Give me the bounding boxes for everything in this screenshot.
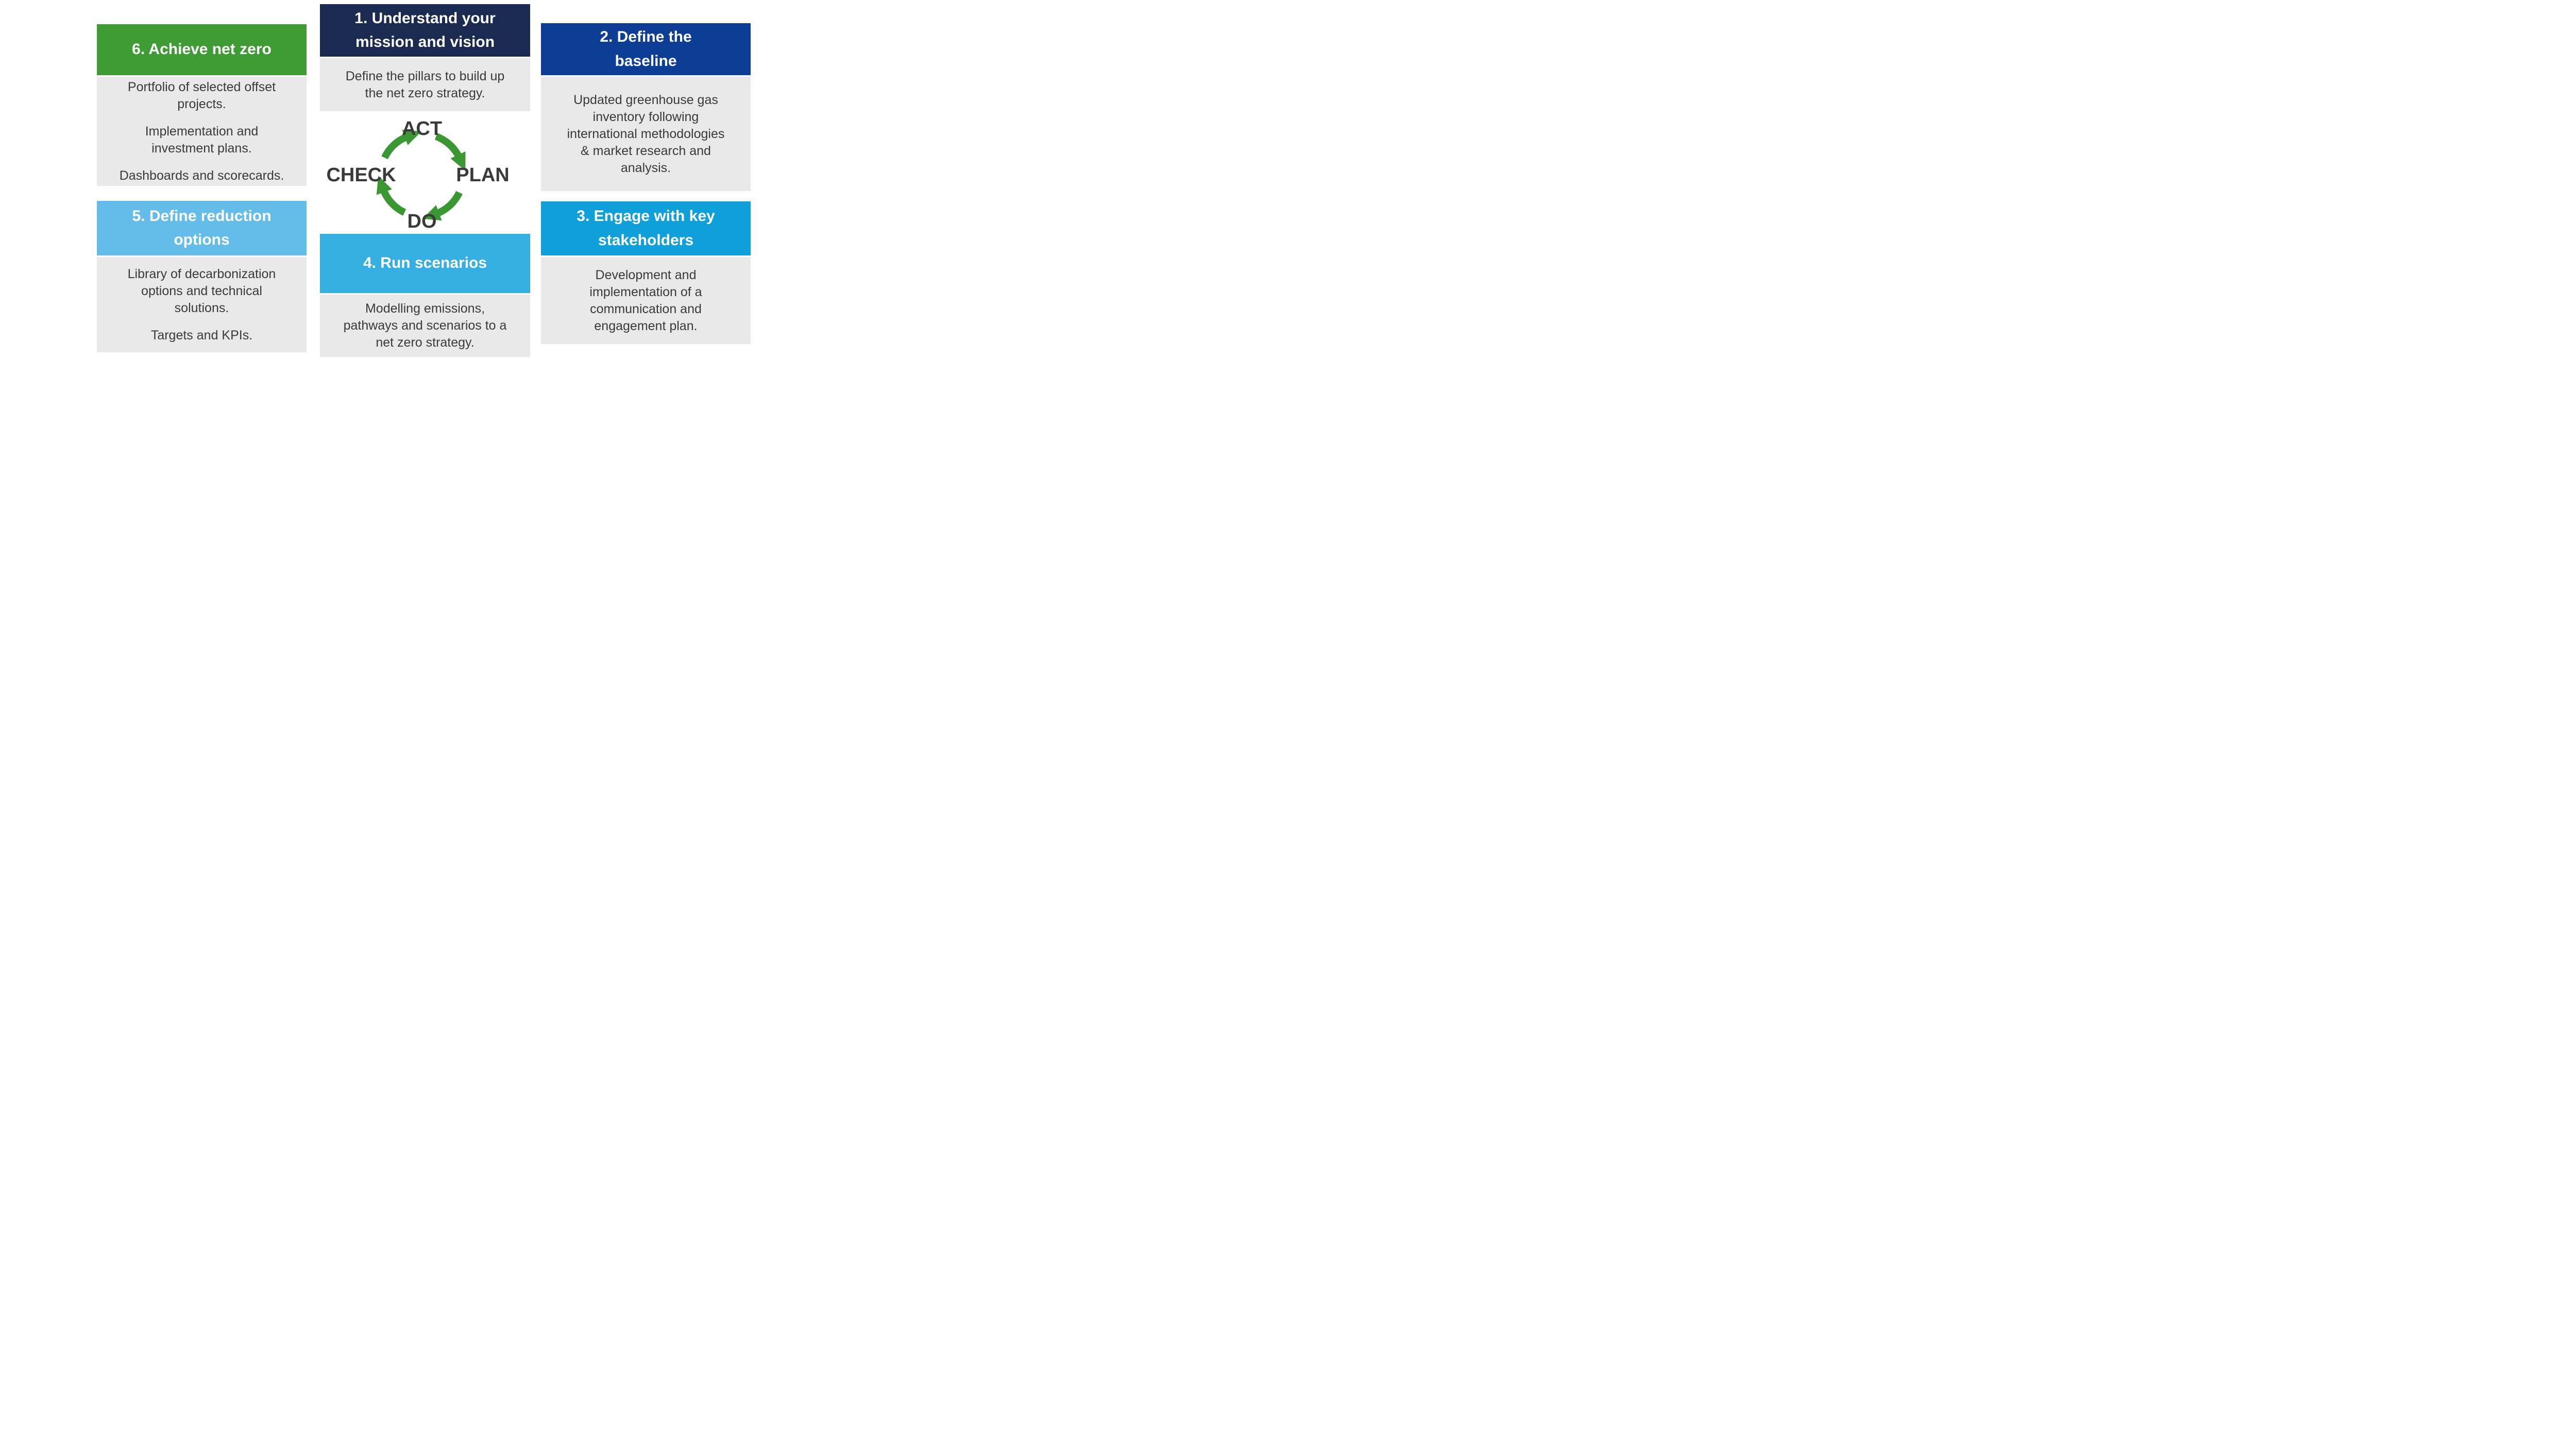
body-line: Dashboards and scorecards.	[119, 168, 284, 183]
step-4-body: Modelling emissions, pathways and scenar…	[320, 295, 530, 357]
step-3-title-line: 3. Engage with key	[577, 208, 715, 225]
step-3-header: 3. Engage with key stakeholders	[541, 201, 751, 255]
step-2-paragraph: Updated greenhouse gas inventory followi…	[567, 92, 725, 177]
step-6-paragraph: Implementation and investment plans.	[145, 123, 259, 157]
step-1-title-line: mission and vision	[355, 33, 495, 50]
cycle-arrow-do-to-check-icon	[376, 176, 406, 216]
step-5-title-line: 5. Define reduction	[132, 207, 272, 225]
step-2-title-line: baseline	[615, 52, 677, 70]
cycle-label-do: DO	[408, 211, 437, 232]
body-line: Updated greenhouse gas	[573, 92, 718, 107]
step-6-body: Portfolio of selected offset projects. I…	[97, 77, 307, 186]
body-line: options and technical	[141, 283, 262, 298]
cycle-label-act: ACT	[402, 118, 442, 140]
body-line: implementation of a	[589, 284, 702, 299]
body-line: Define the pillars to build up	[345, 69, 505, 83]
cycle-arrow-check-to-act-icon	[381, 129, 421, 160]
body-line: communication and	[590, 301, 702, 316]
step-5-paragraph: Library of decarbonization options and t…	[128, 266, 276, 317]
body-line: projects.	[177, 96, 226, 111]
step-3-title-line: stakeholders	[598, 231, 694, 249]
body-line: inventory following	[592, 109, 699, 124]
body-line: engagement plan.	[594, 318, 698, 333]
step-6-title-line: 6. Achieve net zero	[132, 41, 272, 58]
step-5-title-line: options	[174, 231, 230, 248]
step-5-body: Library of decarbonization options and t…	[97, 257, 307, 352]
step-1-title-line: 1. Understand your	[354, 9, 496, 27]
step-6-paragraph: Dashboards and scorecards.	[120, 167, 284, 184]
body-line: international methodologies	[567, 126, 725, 141]
cycle-label-plan: PLAN	[456, 164, 509, 186]
body-line: & market research and	[581, 143, 711, 158]
body-line: the net zero strategy.	[365, 85, 485, 100]
net-zero-strategy-diagram: 1. Understand your mission and vision De…	[0, 0, 826, 360]
step-6-paragraph: Portfolio of selected offset projects.	[128, 79, 276, 113]
step-4-title-line: 4. Run scenarios	[363, 254, 487, 272]
step-2-body: Updated greenhouse gas inventory followi…	[541, 77, 751, 191]
body-line: Development and	[595, 267, 697, 282]
step-1-header: 1. Understand your mission and vision	[320, 4, 530, 57]
body-line: investment plans.	[151, 141, 252, 156]
step-6-header: 6. Achieve net zero	[97, 24, 307, 75]
body-line: analysis.	[620, 160, 671, 175]
body-line: Targets and KPIs.	[150, 328, 253, 343]
body-line: pathways and scenarios to a	[343, 318, 507, 333]
step-2-header: 2. Define the baseline	[541, 23, 751, 75]
body-line: Implementation and	[145, 124, 259, 139]
cycle-label-check: CHECK	[326, 164, 396, 186]
body-line: Modelling emissions,	[365, 301, 485, 316]
body-line: solutions.	[174, 300, 229, 315]
pdca-cycle: ACT PLAN DO CHECK	[326, 118, 509, 232]
body-line: Library of decarbonization	[127, 266, 276, 281]
step-1-body: Define the pillars to build up the net z…	[320, 58, 530, 111]
step-3-body: Development and implementation of a comm…	[541, 257, 751, 344]
body-line: net zero strategy.	[376, 335, 474, 350]
step-4-header: 4. Run scenarios	[320, 234, 530, 293]
step-4-paragraph: Modelling emissions, pathways and scenar…	[344, 300, 507, 351]
cycle-arrow-act-to-plan-icon	[434, 133, 466, 171]
step-3-paragraph: Development and implementation of a comm…	[589, 267, 702, 335]
cycle-arrow-plan-to-do-icon	[422, 191, 463, 221]
step-2-title-line: 2. Define the	[600, 28, 692, 45]
body-line: Portfolio of selected offset	[127, 79, 276, 94]
step-5-header: 5. Define reduction options	[97, 201, 307, 255]
step-1-paragraph: Define the pillars to build up the net z…	[346, 68, 505, 102]
step-5-paragraph: Targets and KPIs.	[151, 327, 252, 344]
